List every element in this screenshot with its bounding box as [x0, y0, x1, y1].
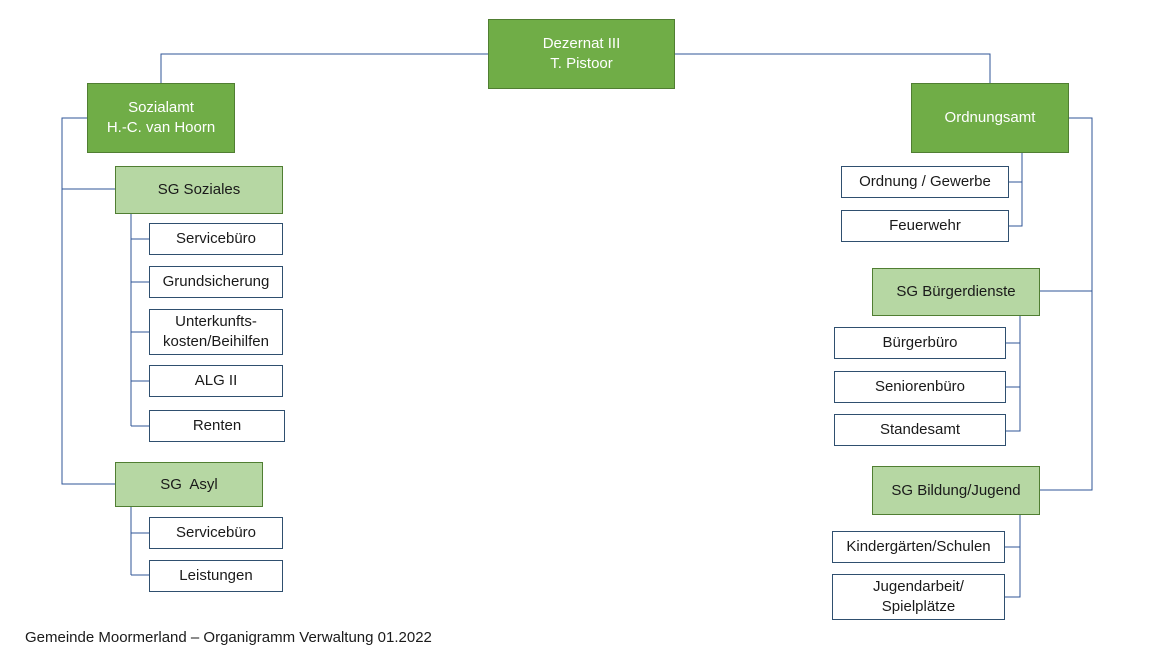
dept-node-sozialamt: Sozialamt H.-C. van Hoorn: [87, 83, 235, 153]
sg-label: SG Bildung/Jugend: [891, 481, 1021, 499]
unit-label-line2: kosten/Beihilfen: [163, 333, 269, 350]
unit-label: Ordnung / Gewerbe: [859, 173, 991, 190]
unit-label: Standesamt: [879, 421, 961, 438]
unit-label-line1: Unterkunfts-: [175, 313, 257, 330]
sg-label: SG Soziales: [157, 181, 241, 198]
unit-label: Bürgerbüro: [882, 334, 958, 351]
connector-sg-buergerdienste-spine: [1005, 316, 1021, 432]
unit-node-servicebuero: Servicebüro: [149, 223, 283, 255]
footer-caption: Gemeinde Moormerland – Organigramm Verwa…: [25, 629, 432, 646]
connector-root-left: [160, 53, 488, 83]
unit-node-kindergaerten-schulen: Kindergärten/Schulen: [832, 531, 1005, 563]
root-person: T. Pistoor: [550, 55, 613, 72]
sg-node-buergerdienste: SG Bürgerdienste: [872, 268, 1040, 316]
root-node-dezernat: Dezernat III T. Pistoor: [488, 19, 675, 89]
unit-node-ordnung-gewerbe: Ordnung / Gewerbe: [841, 166, 1009, 198]
sg-label: SG Asyl: [160, 475, 218, 493]
unit-node-standesamt: Standesamt: [834, 414, 1006, 446]
connector-sozialamt-spine: [61, 117, 115, 485]
unit-label: Servicebüro: [175, 230, 257, 247]
unit-label: Feuerwehr: [889, 217, 961, 234]
unit-label: Seniorenbüro: [874, 378, 966, 395]
dept-title: Ordnungsamt: [944, 109, 1036, 126]
dept-title: Sozialamt: [128, 99, 194, 116]
unit-label-line2: Spielplätze: [881, 598, 956, 615]
connector-root-right: [675, 53, 991, 83]
unit-label-line1: Jugendarbeit/: [873, 578, 964, 595]
unit-node-leistungen: Leistungen: [149, 560, 283, 592]
unit-label: Renten: [192, 417, 242, 434]
unit-node-renten: Renten: [149, 410, 285, 442]
connector-ordnungsamt-direct: [1008, 153, 1023, 227]
unit-label: Grundsicherung: [162, 273, 270, 290]
root-title: Dezernat III: [542, 35, 621, 52]
dept-node-ordnungsamt: Ordnungsamt: [911, 83, 1069, 153]
connector-sg-bildung-spine: [1004, 515, 1021, 598]
sg-node-bildung-jugend: SG Bildung/Jugend: [872, 466, 1040, 515]
unit-node-unterkunftskosten: Unterkunfts- kosten/Beihilfen: [149, 309, 283, 355]
unit-node-buergerbuero: Bürgerbüro: [834, 327, 1006, 359]
connector-ordnungsamt-spine: [1039, 117, 1093, 491]
sg-node-asyl: SG Asyl: [115, 462, 263, 507]
sg-label: SG Bürgerdienste: [896, 283, 1016, 300]
unit-node-seniorenbuero: Seniorenbüro: [834, 371, 1006, 403]
unit-node-asyl-servicebuero: Servicebüro: [149, 517, 283, 549]
unit-node-grundsicherung: Grundsicherung: [149, 266, 283, 298]
sg-node-soziales: SG Soziales: [115, 166, 283, 214]
unit-label: Leistungen: [179, 567, 253, 584]
unit-label: Kindergärten/Schulen: [846, 538, 991, 555]
unit-label: Servicebüro: [175, 524, 257, 541]
unit-node-feuerwehr: Feuerwehr: [841, 210, 1009, 242]
unit-node-jugendarbeit-spielplaetze: Jugendarbeit/ Spielplätze: [832, 574, 1005, 620]
unit-node-alg2: ALG II: [149, 365, 283, 397]
unit-label: ALG II: [194, 372, 238, 389]
dept-person: H.-C. van Hoorn: [106, 119, 216, 136]
